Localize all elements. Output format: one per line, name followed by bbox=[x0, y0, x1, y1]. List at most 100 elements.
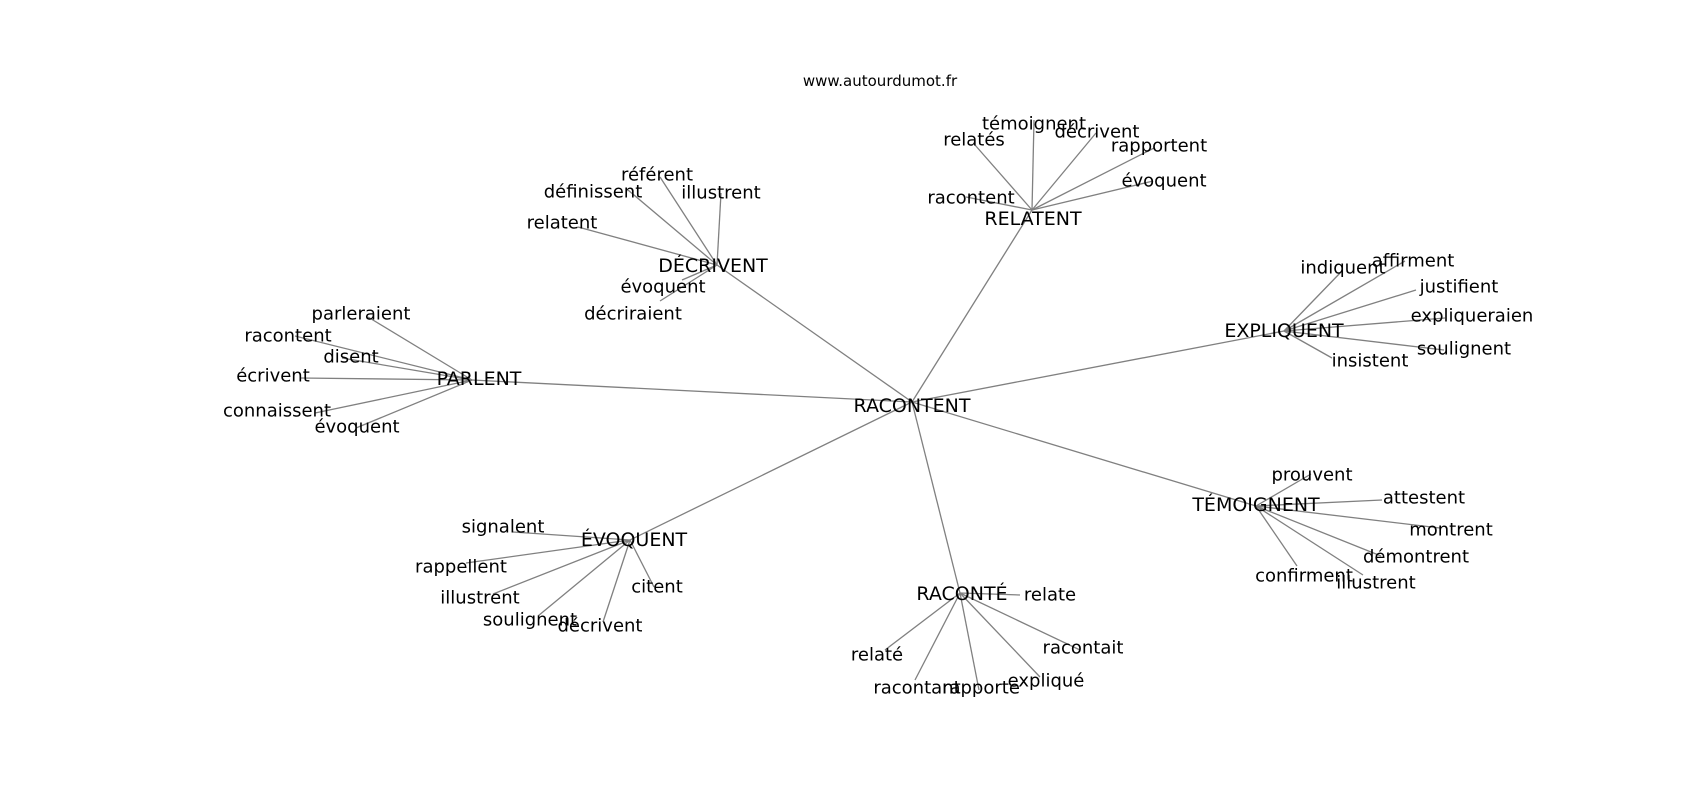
leaf-word-relatent-decrivent[interactable]: décrivent bbox=[1055, 122, 1140, 143]
leaf-word-evoquent-soulignent[interactable]: soulignent bbox=[483, 610, 577, 631]
edge-raconte-racontait bbox=[959, 592, 1081, 651]
edge-center-decrivent bbox=[716, 264, 913, 403]
edge-expliquent-affirment bbox=[1283, 260, 1406, 332]
edge-relatent-decrivent bbox=[1031, 132, 1097, 211]
edge-temoignent-illustrent bbox=[1255, 505, 1364, 576]
leaf-word-raconte-racontait[interactable]: racontait bbox=[1043, 638, 1124, 659]
leaf-word-parlent-connaissent[interactable]: connaissent bbox=[223, 401, 331, 422]
leaf-word-evoquent-citent[interactable]: citent bbox=[631, 577, 683, 598]
leaf-word-evoquent-rappellent[interactable]: rappellent bbox=[415, 557, 507, 578]
edge-expliquent-justifient bbox=[1283, 289, 1417, 332]
source-url: www.autourdumot.fr bbox=[802, 72, 958, 90]
leaf-word-raconte-racontant[interactable]: racontant bbox=[873, 678, 960, 699]
leaf-word-decrivent-referent[interactable]: référent bbox=[621, 165, 693, 186]
leaf-word-temoignent-demontrent[interactable]: démontrent bbox=[1363, 547, 1469, 568]
edge-raconte-rapporte bbox=[959, 592, 980, 691]
edge-raconte-relate bbox=[884, 592, 961, 651]
leaf-word-decrivent-relatent[interactable]: relatent bbox=[527, 213, 598, 234]
leaf-word-decrivent-illustrent[interactable]: illustrent bbox=[681, 183, 760, 204]
edge-decrivent-illustrent bbox=[716, 192, 722, 266]
edge-parlent-parleraient bbox=[367, 316, 473, 381]
leaf-word-raconte-relate[interactable]: relate bbox=[1024, 585, 1076, 606]
hub-word-decrivent[interactable]: DÉCRIVENT bbox=[658, 254, 768, 277]
edge-parlent-racontent bbox=[294, 335, 473, 381]
edge-raconte-explique bbox=[959, 592, 1041, 678]
center-word-racontent[interactable]: RACONTENT bbox=[854, 395, 971, 417]
edge-parlent-connaissent bbox=[314, 379, 473, 414]
leaf-word-parlent-ecrivent[interactable]: écrivent bbox=[236, 366, 310, 387]
hub-word-evoquent[interactable]: ÉVOQUENT bbox=[581, 528, 688, 551]
leaf-word-temoignent-montrent[interactable]: montrent bbox=[1409, 520, 1493, 541]
hub-word-temoignent[interactable]: TÉMOIGNENT bbox=[1191, 493, 1320, 516]
edge-center-raconte bbox=[911, 401, 961, 594]
edge-parlent-ecrivent bbox=[299, 377, 473, 381]
leaf-word-raconte-relate[interactable]: relaté bbox=[851, 645, 903, 666]
edge-raconte-racontant bbox=[914, 592, 961, 681]
leaf-word-decrivent-decriraient[interactable]: décriraient bbox=[584, 304, 682, 325]
leaf-word-temoignent-prouvent[interactable]: prouvent bbox=[1271, 465, 1352, 486]
edge-relatent-racontent bbox=[965, 196, 1033, 211]
edge-temoignent-confirment bbox=[1255, 505, 1298, 567]
edge-decrivent-definissent bbox=[627, 189, 718, 266]
edge-evoquent-signalent bbox=[512, 531, 631, 541]
leaf-word-relatent-racontent[interactable]: racontent bbox=[927, 188, 1014, 209]
edge-raconte-relate bbox=[959, 592, 1021, 596]
leaf-word-temoignent-confirment[interactable]: confirment bbox=[1255, 566, 1353, 587]
leaf-word-relatent-rapportent[interactable]: rapportent bbox=[1111, 136, 1207, 157]
edge-relatent-evoquent bbox=[1031, 180, 1154, 211]
leaf-word-raconte-explique[interactable]: expliqué bbox=[1008, 671, 1085, 692]
edge-temoignent-attestent bbox=[1255, 499, 1383, 507]
edge-evoquent-citent bbox=[629, 539, 655, 588]
edge-expliquent-soulignent bbox=[1283, 330, 1445, 351]
leaf-word-parlent-disent[interactable]: disent bbox=[323, 347, 378, 368]
edge-temoignent-montrent bbox=[1255, 505, 1441, 529]
leaf-word-expliquent-insistent[interactable]: insistent bbox=[1332, 351, 1409, 372]
edge-center-parlent bbox=[471, 379, 913, 403]
edge-decrivent-referent bbox=[659, 176, 718, 266]
hub-word-relatent[interactable]: RELATENT bbox=[984, 208, 1082, 230]
hub-word-raconte[interactable]: RACONTÉ bbox=[916, 582, 1007, 605]
edge-expliquent-insistent bbox=[1283, 330, 1333, 359]
edge-center-expliquent bbox=[911, 330, 1285, 403]
edge-center-relatent bbox=[911, 209, 1033, 403]
leaf-word-raconte-rapporte[interactable]: rapporte bbox=[942, 678, 1020, 699]
leaf-word-temoignent-illustrent[interactable]: illustrent bbox=[1336, 573, 1415, 594]
edge-expliquent-indiquent bbox=[1283, 270, 1343, 332]
edge-center-temoignent bbox=[911, 401, 1257, 507]
edge-decrivent-evoquent bbox=[681, 264, 718, 281]
edge-temoignent-demontrent bbox=[1255, 505, 1382, 557]
leaf-word-decrivent-definissent[interactable]: définissent bbox=[544, 182, 643, 203]
edge-parlent-evoquent bbox=[355, 379, 473, 429]
edge-decrivent-relatent bbox=[577, 226, 718, 266]
leaf-word-decrivent-evoquent[interactable]: évoquent bbox=[620, 277, 705, 298]
leaf-word-parlent-evoquent[interactable]: évoquent bbox=[314, 417, 399, 438]
leaf-word-relatent-evoquent[interactable]: évoquent bbox=[1121, 171, 1206, 192]
edge-parlent-disent bbox=[341, 357, 473, 381]
edge-evoquent-soulignent bbox=[537, 539, 631, 617]
edge-evoquent-rappellent bbox=[465, 539, 631, 564]
edge-center-evoquent bbox=[629, 401, 913, 541]
hub-word-expliquent[interactable]: EXPLIQUENT bbox=[1224, 320, 1344, 342]
edge-evoquent-decrivent bbox=[602, 539, 631, 623]
leaf-word-relatent-temoignent[interactable]: témoignent bbox=[982, 114, 1086, 135]
leaf-word-expliquent-indiquent[interactable]: indiquent bbox=[1300, 258, 1385, 279]
leaf-word-relatent-relates[interactable]: relatés bbox=[943, 130, 1005, 151]
edge-relatent-rapportent bbox=[1031, 147, 1155, 211]
leaf-word-parlent-parleraient[interactable]: parleraient bbox=[312, 304, 411, 325]
leaf-word-expliquent-affirment[interactable]: affirment bbox=[1372, 251, 1455, 272]
edge-evoquent-illustrent bbox=[492, 539, 631, 595]
leaf-word-evoquent-decrivent[interactable]: décrivent bbox=[558, 616, 643, 637]
edge-temoignent-prouvent bbox=[1255, 473, 1312, 507]
edge-decrivent-decriraient bbox=[659, 264, 718, 302]
edge-relatent-temoignent bbox=[1031, 119, 1035, 211]
edge-expliquent-expliqueraien bbox=[1283, 317, 1446, 332]
leaf-word-evoquent-signalent[interactable]: signalent bbox=[462, 517, 545, 538]
leaf-word-expliquent-soulignent[interactable]: soulignent bbox=[1417, 339, 1511, 360]
leaf-word-parlent-racontent[interactable]: racontent bbox=[244, 326, 331, 347]
leaf-word-expliquent-justifient[interactable]: justifient bbox=[1419, 277, 1499, 298]
leaf-word-temoignent-attestent[interactable]: attestent bbox=[1383, 488, 1465, 509]
leaf-word-evoquent-illustrent[interactable]: illustrent bbox=[440, 588, 519, 609]
hub-word-parlent[interactable]: PARLENT bbox=[437, 368, 522, 390]
leaf-word-expliquent-expliqueraien[interactable]: expliqueraien bbox=[1411, 306, 1534, 327]
